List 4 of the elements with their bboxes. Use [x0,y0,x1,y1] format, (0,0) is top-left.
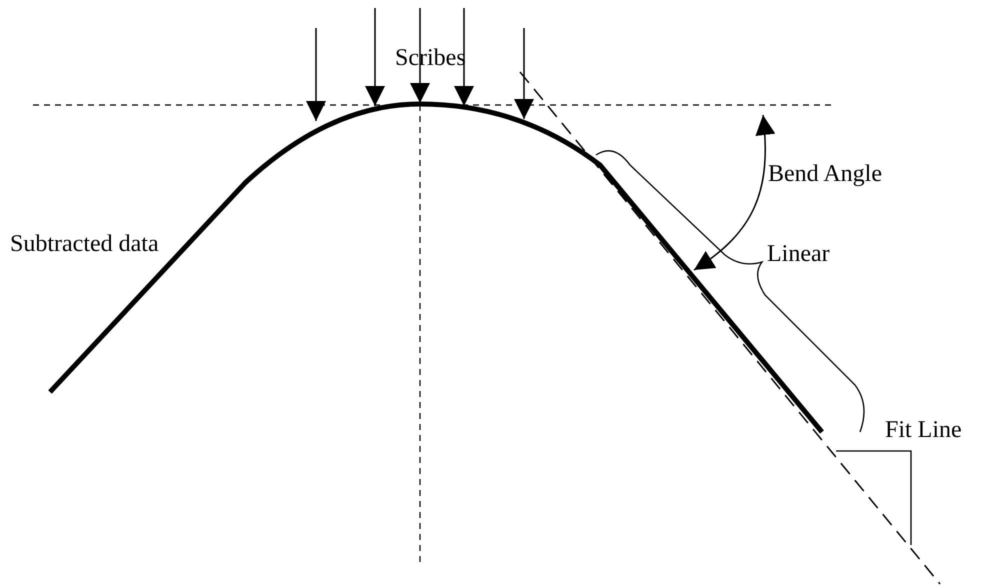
angle-label: Bend Angle [768,160,882,188]
region-label: Linear [767,240,830,268]
data-label: Subtracted data [10,230,159,258]
fit-line-label: Fit Line [885,416,962,444]
